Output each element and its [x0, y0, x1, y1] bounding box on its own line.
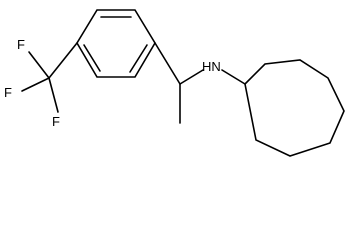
benzene-double-bond-right: [129, 44, 148, 73]
bond-ring-to-ch: [154, 42, 181, 85]
atom-label-f3: F: [52, 114, 60, 129]
benzene-double-bond-left: [83, 44, 101, 72]
bond-ch-to-nh: [179, 69, 204, 85]
bond-ring-to-cf3: [48, 42, 78, 79]
bond-c-f1: [28, 51, 50, 79]
bond-c-f2: [21, 77, 50, 92]
benzene-ring-outline: [76, 9, 156, 78]
cyclooctane-ring: [244, 59, 345, 157]
atom-label-nh: HN: [202, 59, 221, 74]
trifluoromethyl-group: [21, 42, 78, 113]
atom-label-f1: F: [17, 37, 25, 52]
chemical-structure-diagram: F F F HN: [4, 9, 345, 157]
cyclooctane-ring-outline: [244, 59, 345, 157]
bond-nh-to-cyclooctyl: [221, 69, 246, 85]
benzene-ring: [76, 9, 156, 78]
ethylamine-linker: [154, 42, 246, 124]
bond-c-f3: [48, 77, 59, 113]
atom-label-f2: F: [4, 85, 12, 100]
